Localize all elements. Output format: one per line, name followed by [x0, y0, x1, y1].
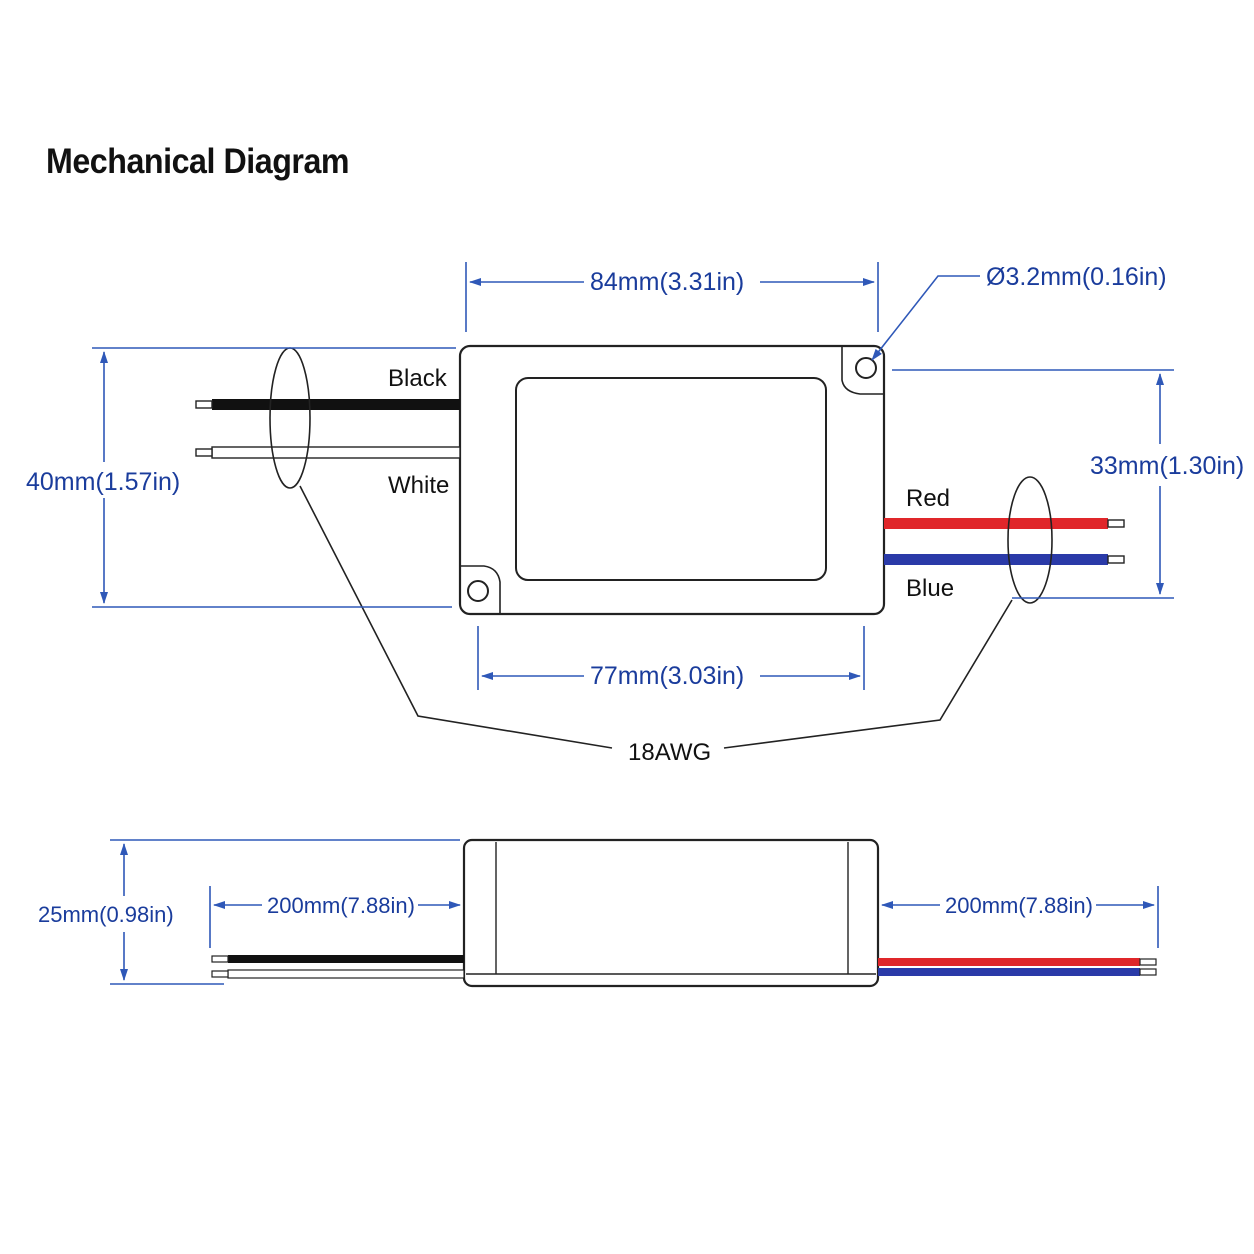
- gauge-leader-left: [299, 485, 613, 749]
- svg-text:40mm(1.57in): 40mm(1.57in): [26, 468, 180, 496]
- wire-gauge-label: 18AWG: [628, 739, 711, 766]
- side-view-right-wires: [878, 958, 1157, 976]
- wire-label-blue: Blue: [906, 575, 954, 602]
- dimension-hole-spacing-vertical: 33mm(1.30in): [892, 369, 1244, 599]
- svg-text:25mm(0.98in): 25mm(0.98in): [38, 902, 174, 927]
- side-view-left-wires: [211, 955, 465, 979]
- mounting-hole-bottom-left: [467, 580, 489, 602]
- wire-bundle-ellipse-right: [1007, 476, 1053, 604]
- dimension-top-length: 84mm(3.31in): [465, 262, 879, 332]
- wire-label-red: Red: [906, 485, 950, 512]
- svg-text:33mm(1.30in): 33mm(1.30in): [1090, 452, 1244, 480]
- svg-text:Ø3.2mm(0.16in): Ø3.2mm(0.16in): [986, 263, 1167, 291]
- dimension-lead-length-left: 200mm(7.88in): [209, 886, 461, 948]
- wire-label-white: White: [388, 472, 449, 499]
- svg-text:84mm(3.31in): 84mm(3.31in): [590, 268, 744, 296]
- svg-text:200mm(7.88in): 200mm(7.88in): [267, 893, 415, 918]
- svg-text:77mm(3.03in): 77mm(3.03in): [590, 662, 744, 690]
- page-title: Mechanical Diagram: [46, 142, 350, 181]
- dimension-hole-diameter: Ø3.2mm(0.16in): [871, 263, 1167, 361]
- dimension-body-height: 40mm(1.57in): [26, 347, 456, 608]
- wire-label-black: Black: [388, 365, 448, 392]
- dimension-hole-spacing-horizontal: 77mm(3.03in): [477, 626, 865, 690]
- dimension-thickness: 25mm(0.98in): [38, 839, 460, 985]
- mounting-hole-top-right: [855, 357, 877, 379]
- wire-bundle-ellipse-left: [269, 347, 311, 489]
- top-view-left-wires: [195, 399, 461, 459]
- top-view-right-wires: [884, 518, 1125, 565]
- dimension-lead-length-right: 200mm(7.88in): [881, 886, 1159, 948]
- side-view-body: [462, 838, 880, 988]
- gauge-leader-right: [723, 599, 1013, 749]
- top-view-body: [458, 344, 886, 616]
- svg-text:200mm(7.88in): 200mm(7.88in): [945, 893, 1093, 918]
